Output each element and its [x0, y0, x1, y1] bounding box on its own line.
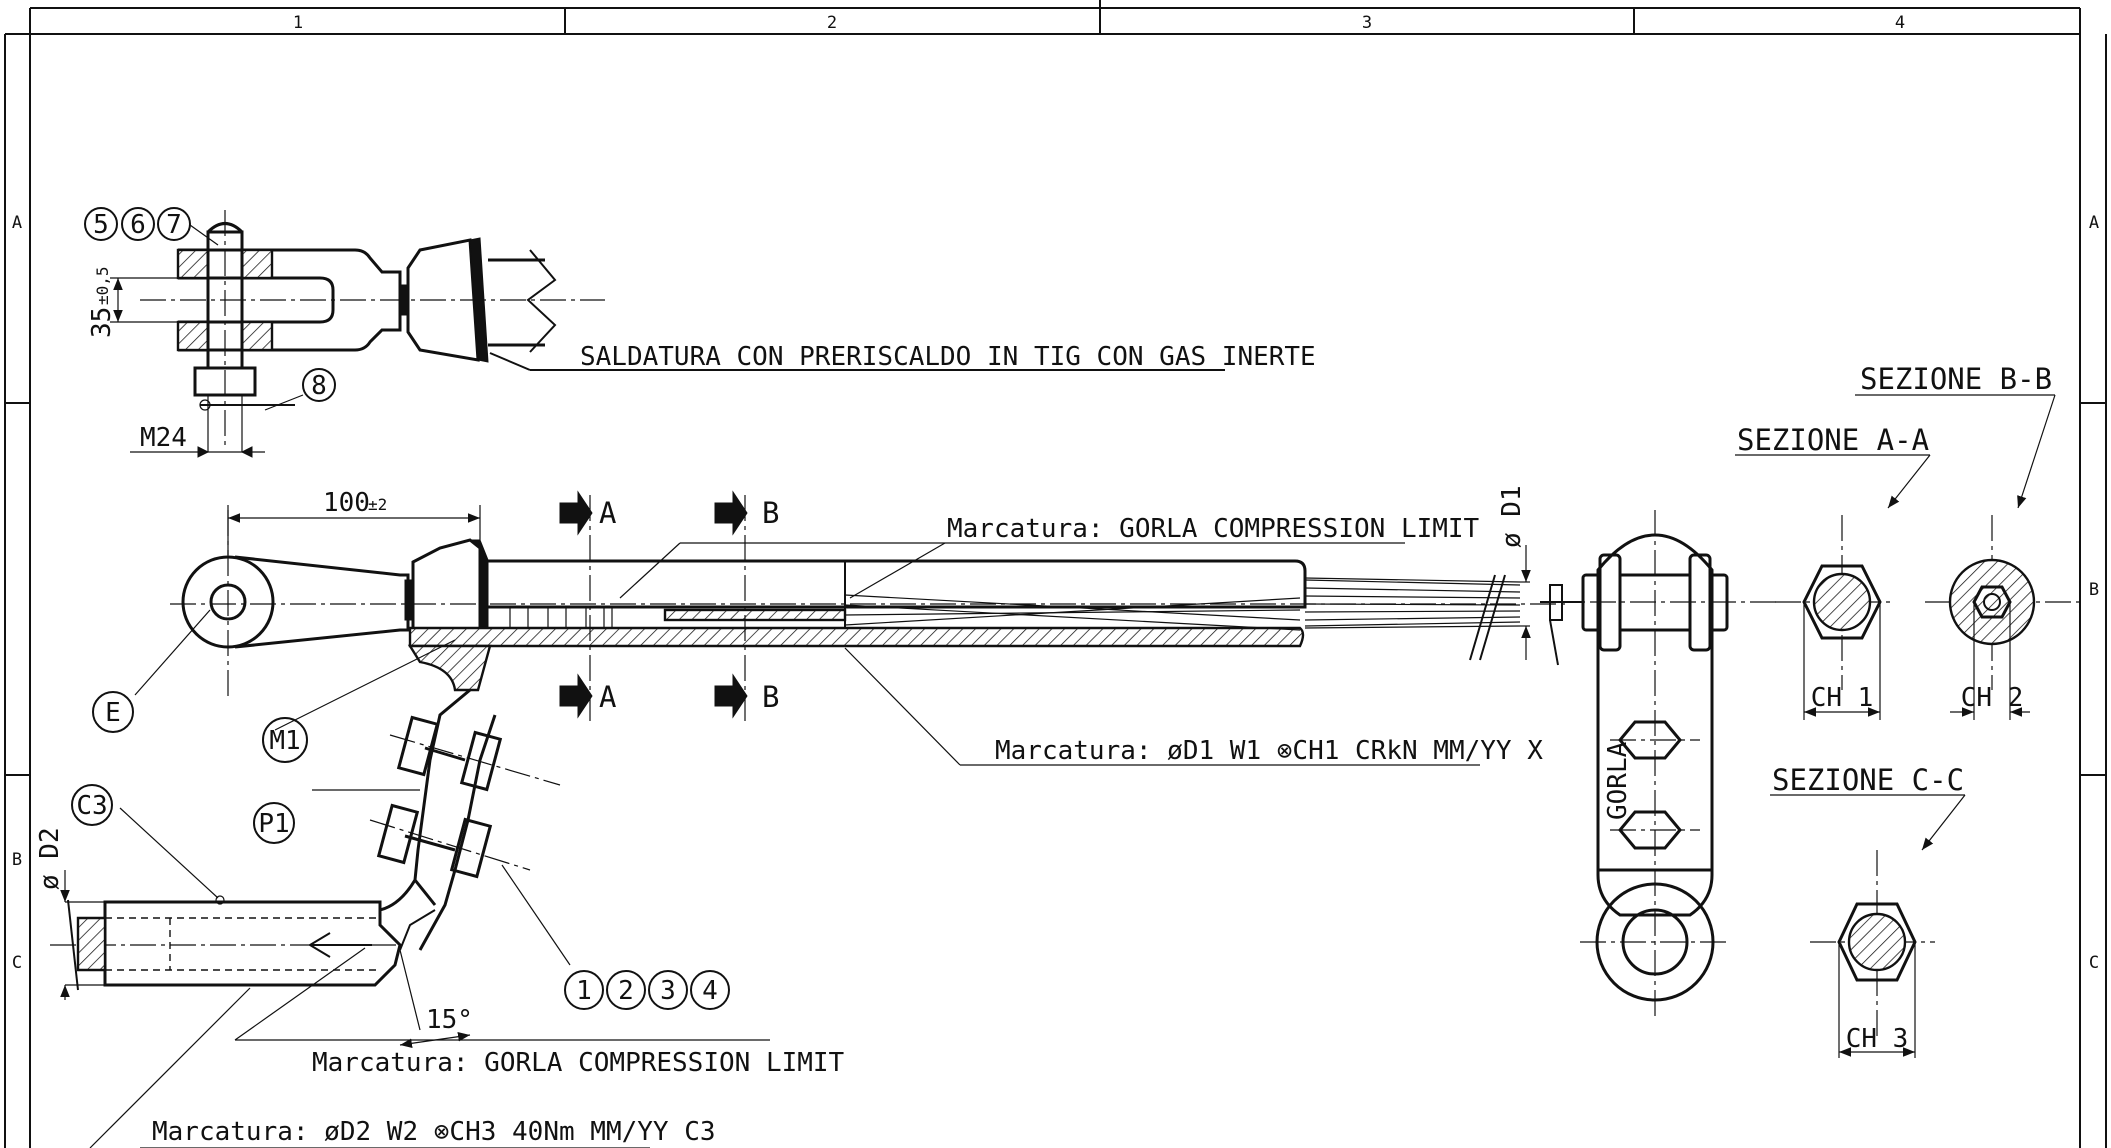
balloon-7: 7	[166, 210, 182, 240]
section-title-aa: SEZIONE A-A	[1737, 423, 1929, 457]
balloon-6: 6	[130, 210, 146, 240]
note-marking-mid: Marcatura: øD1 W1 ⊗CH1 CRkN MM/YY X	[995, 736, 1543, 766]
bracket-and-bolts	[312, 688, 571, 1049]
balloon-1: 1	[576, 976, 592, 1006]
grid-row-right-B: B	[2089, 580, 2099, 600]
balloon-c3: C3	[71, 784, 113, 826]
section-aa	[1735, 454, 1931, 720]
balloon-group-top: 5 6 7	[84, 207, 191, 241]
balloon-e: E	[92, 691, 134, 733]
balloon-2: 2	[618, 976, 634, 1006]
balloon-5: 5	[93, 210, 109, 240]
balloon-m1: M1	[262, 717, 308, 763]
note-marking-top: Marcatura: GORLA COMPRESSION LIMIT	[947, 514, 1480, 544]
section-mark-a-top: A	[599, 496, 616, 530]
section-mark-b-bottom: B	[762, 680, 779, 714]
svg-text:M1: M1	[269, 726, 300, 756]
grid-row-left-A: A	[12, 213, 22, 233]
section-title-cc: SEZIONE C-C	[1772, 763, 1964, 797]
compression-limiter-assembly	[134, 490, 1570, 766]
dim-d1: ø D1	[1497, 485, 1527, 548]
grid-row-left-C: C	[12, 953, 22, 973]
balloon-3: 3	[660, 976, 676, 1006]
side-view	[1540, 510, 1780, 1020]
section-cc	[1770, 794, 1966, 1058]
dim-m24: M24	[140, 423, 187, 453]
dim-35-value: 35	[87, 307, 117, 338]
svg-text:C3: C3	[76, 791, 107, 821]
grid-column-1: 1	[293, 13, 303, 33]
section-mark-b-top: B	[762, 496, 779, 530]
dim-ch1: CH 1	[1811, 683, 1874, 713]
dim-100-tolerance: ±2	[368, 495, 387, 514]
grid-row-left-B: B	[12, 850, 22, 870]
grid-row-labels: A B C A B C	[12, 213, 2099, 973]
grid-column-4: 4	[1895, 13, 1905, 33]
dim-angle: 15°	[426, 1005, 473, 1035]
dim-ch3: CH 3	[1846, 1024, 1909, 1054]
grid-column-3: 3	[1362, 13, 1372, 33]
sheet-frame	[4, 0, 2107, 1148]
balloon-8: 8	[311, 371, 327, 401]
tube-c3	[50, 807, 770, 1148]
grid-row-right-A: A	[2089, 213, 2099, 233]
balloon-4: 4	[702, 976, 718, 1006]
dim-35-tolerance: ±0,5	[93, 266, 112, 305]
note-marking-bottom1: Marcatura: GORLA COMPRESSION LIMIT	[312, 1048, 845, 1078]
balloon-pin: 8	[302, 368, 336, 402]
dim-ch2: CH 2	[1961, 683, 2024, 713]
svg-text:P1: P1	[258, 809, 289, 839]
grid-column-labels: 1 2 3 4	[293, 13, 1905, 33]
grid-row-right-C: C	[2089, 953, 2099, 973]
grid-column-2: 2	[827, 13, 837, 33]
dim-d2: ø D2	[35, 827, 65, 890]
brand-gorla: GORLA	[1603, 741, 1633, 820]
section-mark-a-bottom: A	[599, 680, 616, 714]
svg-text:E: E	[105, 698, 121, 728]
balloon-p1: P1	[253, 802, 295, 844]
clevis-detail	[110, 210, 1225, 458]
section-title-bb: SEZIONE B-B	[1860, 362, 2052, 396]
section-bb	[1855, 394, 2080, 720]
balloon-group-bolts: 1 2 3 4	[564, 970, 730, 1010]
note-welding: SALDATURA CON PRERISCALDO IN TIG CON GAS…	[580, 342, 1316, 372]
note-marking-bottom2: Marcatura: øD2 W2 ⊗CH3 40Nm MM/YY C3	[152, 1117, 716, 1147]
dim-100-value: 100	[323, 488, 370, 518]
